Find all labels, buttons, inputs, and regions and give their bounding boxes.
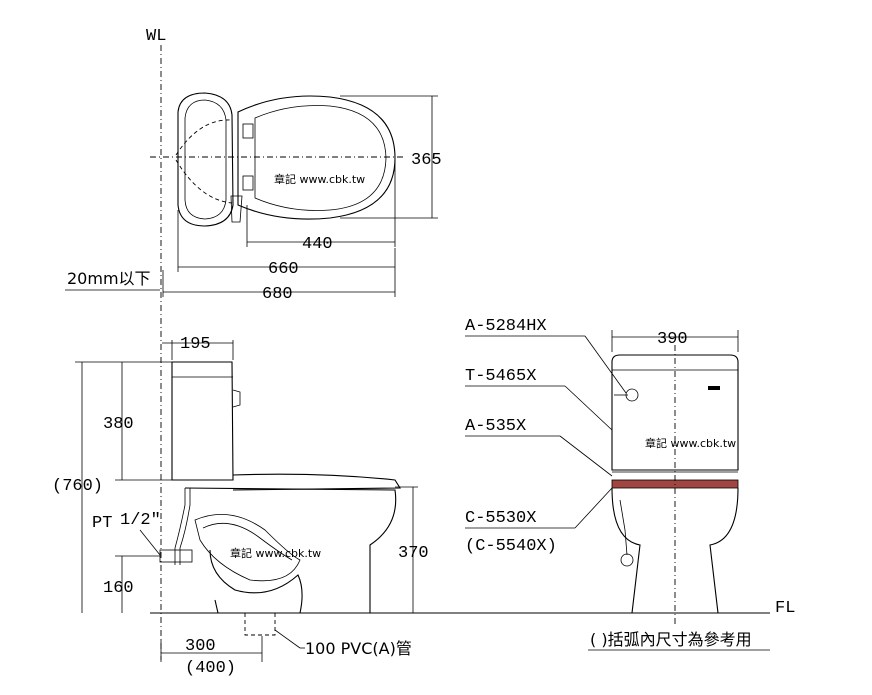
dim-seat-width: 365: [411, 151, 442, 170]
part-lever: A-5284HX: [465, 317, 547, 336]
watermark-2: 章記 www.cbk.tw: [230, 546, 321, 560]
dim-supply-height: 160: [103, 579, 134, 598]
tank-top-outline: [177, 92, 234, 227]
dim-drain-offset-alt: (400): [185, 659, 236, 678]
bowl-side-outline: [184, 487, 397, 614]
dim-seat-height: 370: [398, 544, 429, 563]
floor-line-label: FL: [775, 599, 795, 618]
dim-tank-width: 390: [657, 330, 688, 349]
drain-pipe-label: 100 PVC(A)管: [305, 639, 412, 658]
top-view: 365 440 660 680 20mm以下 章記 www.cbk.tw: [65, 92, 442, 304]
pt-size-label: 1/2": [120, 511, 161, 530]
dim-overall-height: (760): [52, 477, 103, 496]
tank-side-outline: [171, 361, 234, 481]
max-gap-label: 20mm以下: [67, 269, 151, 288]
part-bowl-alt: (C-5540X): [465, 537, 557, 556]
dim-seat-length: 440: [302, 235, 333, 254]
seat-top-outline: [237, 95, 396, 220]
supply-pipe: [174, 488, 186, 565]
side-view: 100 PVC(A)管 195 380 (760) PT 1/2" 160 37…: [52, 335, 429, 678]
part-bowl: C-5530X: [465, 509, 536, 528]
pt-label: PT: [92, 514, 112, 533]
dim-bowl-length: 660: [268, 260, 299, 279]
dim-tank-height: 380: [103, 415, 134, 434]
wall-line-label: WL: [146, 27, 166, 46]
part-fitting: A-535X: [465, 417, 526, 436]
seat-side-outline: [232, 473, 401, 491]
watermark-3: 章記 www.cbk.tw: [645, 436, 736, 450]
dim-tank-offset: 195: [180, 335, 211, 354]
part-tank: T-5465X: [465, 367, 536, 386]
dim-drain-offset: 300: [185, 637, 216, 656]
dim-overall-length: 680: [262, 285, 293, 304]
reference-note: ( )括弧內尺寸為參考用: [590, 630, 752, 649]
front-view: 390 A-5284HX T-5465X A-535X C-5530X (C-5…: [465, 317, 770, 651]
bowl-front-outline: [611, 487, 739, 614]
watermark: 章記 www.cbk.tw: [274, 172, 365, 186]
hinge-icon: [242, 123, 254, 139]
tank-front-outline: [611, 354, 739, 471]
